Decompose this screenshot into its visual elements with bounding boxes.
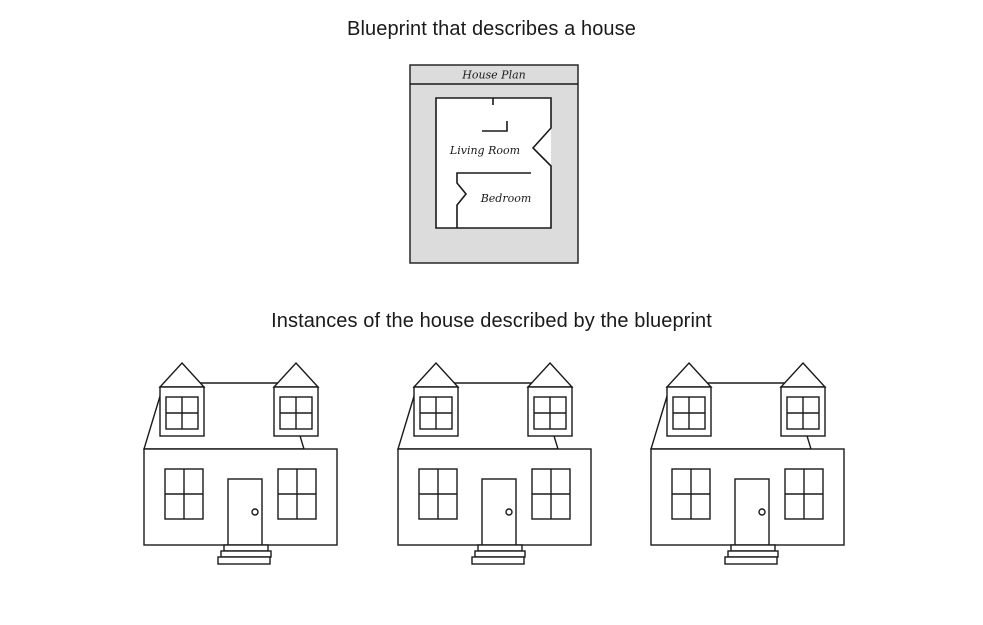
instances-caption: Instances of the house described by the … <box>271 310 712 332</box>
room-label-living: Living Room <box>449 144 520 157</box>
house-instance-2 <box>397 362 592 565</box>
blueprint: House Plan Living Room Bedroom <box>409 64 579 264</box>
blueprint-caption: Blueprint that describes a house <box>347 18 636 40</box>
room-label-bedroom: Bedroom <box>480 192 532 205</box>
blueprint-header: House Plan <box>461 69 526 82</box>
floor-plan <box>435 97 552 229</box>
house-instance-3 <box>650 362 845 565</box>
house-instances <box>143 362 845 565</box>
house-instance-1 <box>143 362 338 565</box>
